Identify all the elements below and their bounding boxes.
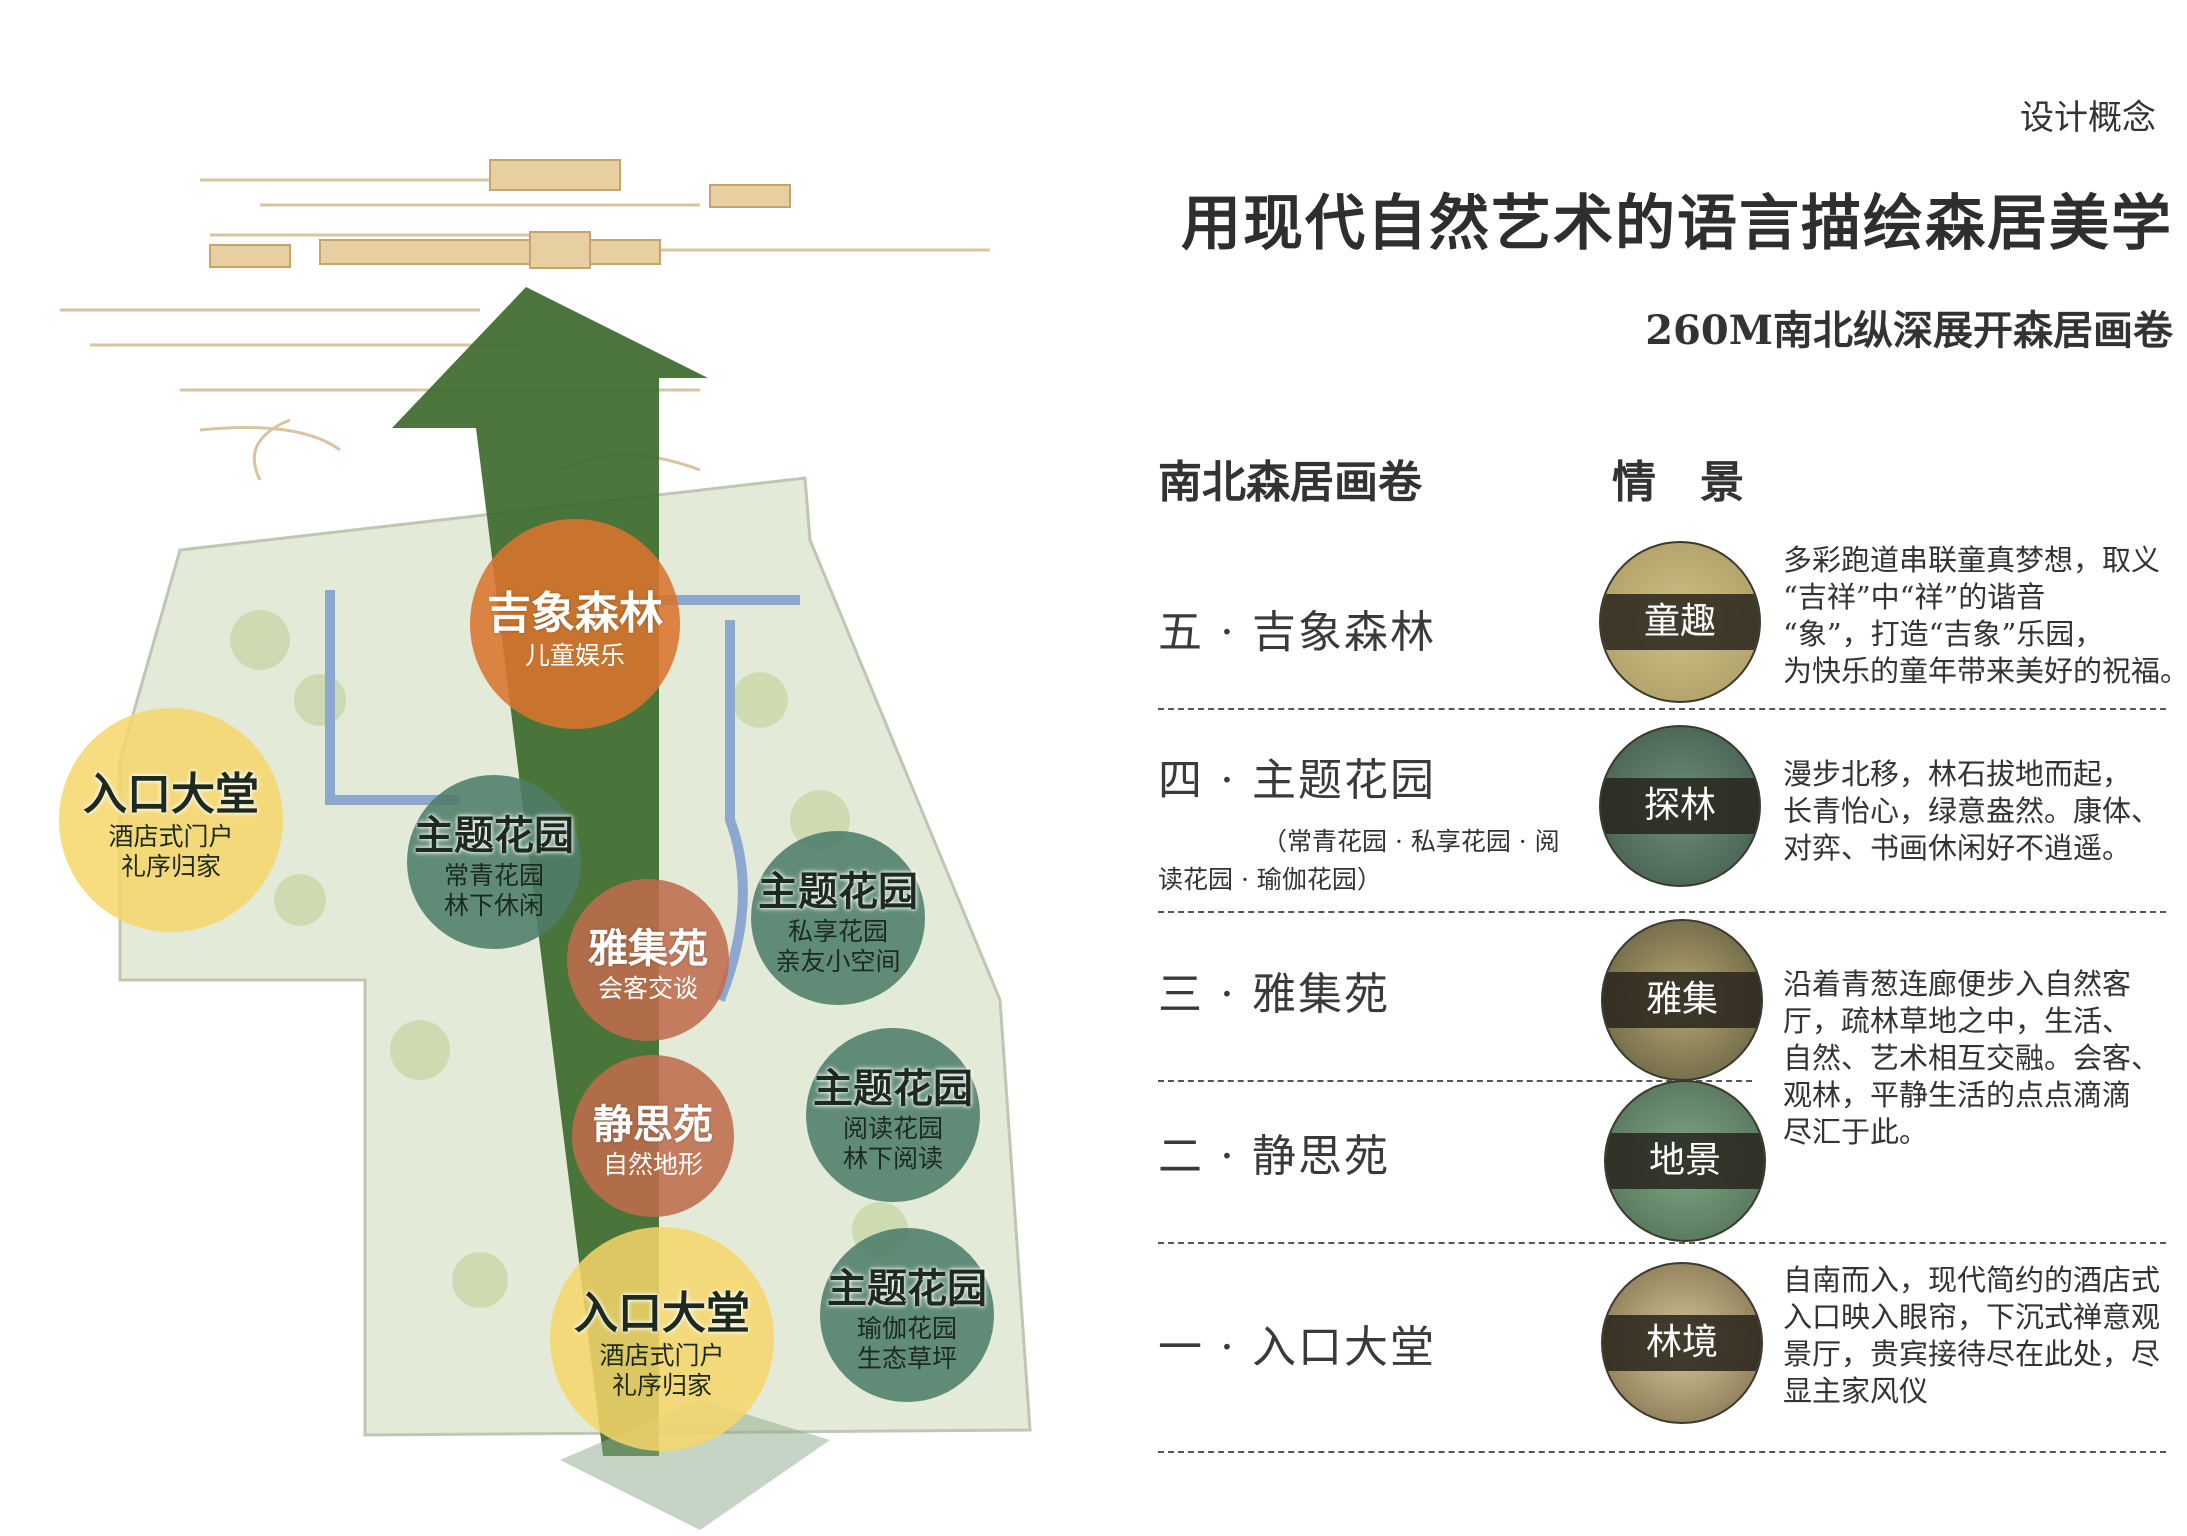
zone-title: 雅集苑: [588, 925, 708, 972]
zone-label: 静思苑自然地形: [593, 1092, 713, 1180]
zone-subtitle: 自然地形: [602, 1150, 703, 1179]
zone-circle: [572, 1055, 734, 1217]
desc-line: 入口映入眼帘，下沉式禅意观: [1783, 1300, 2161, 1334]
zone-title: 静思苑: [593, 1101, 713, 1148]
zone-circle: [567, 879, 729, 1041]
zone-subtitle: 会客交谈: [597, 974, 698, 1003]
zone-subtitle: 林下阅读: [842, 1144, 943, 1173]
zone-title: 吉象森林: [487, 588, 663, 639]
scene-image-1: 林境: [1601, 1262, 1763, 1424]
zone-title: 主题花园: [414, 812, 574, 859]
scene-image-4: 探林: [1599, 725, 1761, 887]
scene-image-5: 童趣: [1599, 541, 1761, 703]
divider: [1158, 1242, 2166, 1244]
desc-line: 多彩跑道串联童真梦想，取义: [1783, 543, 2161, 577]
zone-circle: [407, 775, 581, 949]
scene-image-2: 地景: [1604, 1080, 1766, 1242]
zone-title: 主题花园: [758, 868, 918, 915]
zone-label: 主题花园私享花园亲友小空间: [758, 859, 918, 977]
zone-title: 入口大堂: [83, 769, 259, 820]
row-note-4-line1: （常青花园 · 私享花园 · 阅: [1262, 827, 1560, 856]
desc-line: “吉祥”中“祥”的谐音: [1783, 580, 2046, 614]
row-title-3: 三 · 雅集苑: [1158, 969, 1390, 1020]
zone-subtitle: 常青花园: [443, 861, 544, 890]
zone-subtitle: 私享花园: [787, 917, 888, 946]
zone-circle: [470, 519, 680, 729]
row-desc-3: 沿着青葱连廊便步入自然客厅，疏林草地之中，生活、自然、艺术相互交融。会客、观林，…: [1783, 966, 2183, 1151]
section-label: 设计概念: [2020, 98, 2156, 138]
zone-label: 雅集苑会客交谈: [588, 916, 708, 1004]
scene-label: 林境: [1603, 1315, 1761, 1371]
zone-circle: [59, 708, 283, 932]
desc-line: 漫步北移，林石拔地而起，: [1783, 757, 2132, 791]
row-title-5: 五 · 吉象森林: [1158, 607, 1436, 658]
zone-label: 入口大堂酒店式门户礼序归家: [574, 1277, 750, 1401]
zone-subtitle: 亲友小空间: [775, 947, 901, 976]
zone-title: 入口大堂: [574, 1288, 750, 1339]
zone-circle: [820, 1228, 994, 1402]
desc-line: 显主家风仪: [1783, 1374, 1929, 1408]
row-title-1: 一 · 入口大堂: [1158, 1322, 1436, 1373]
zone-subtitle: 酒店式门户: [108, 822, 234, 851]
zone-circle: [550, 1227, 774, 1451]
page-title: 用现代自然艺术的语言描绘森居美学: [1181, 189, 2173, 259]
desc-line: 长青怡心，绿意盎然。康体、: [1783, 794, 2161, 828]
desc-line: 自然、艺术相互交融。会客、: [1783, 1041, 2161, 1075]
zone-label: 主题花园阅读花园林下阅读: [813, 1056, 973, 1174]
zone-label: 主题花园瑜伽花园生态草坪: [827, 1256, 987, 1374]
zone-subtitle: 礼序归家: [611, 1371, 712, 1400]
divider: [1158, 1451, 2166, 1453]
desc-line: 景厅，贵宾接待尽在此处，尽: [1783, 1337, 2161, 1371]
pavilion-roofs: [209, 159, 791, 269]
desc-line: “象”，打造“吉象”乐园，: [1783, 617, 2104, 651]
desc-line: 沿着青葱连廊便步入自然客: [1783, 967, 2132, 1001]
scene-image-3: 雅集: [1601, 919, 1763, 1081]
divider: [1158, 911, 2166, 913]
divider: [1158, 1080, 1752, 1082]
zone-subtitle: 酒店式门户: [599, 1341, 725, 1370]
desc-line: 厅，疏林草地之中，生活、: [1783, 1004, 2132, 1038]
row-title-4: 四 · 主题花园: [1158, 755, 1436, 806]
scene-label: 雅集: [1603, 972, 1761, 1028]
column-header-scene: 情 景: [1612, 457, 1744, 508]
trees: [230, 610, 908, 1308]
row-note-4-line2: 读花园 · 瑜伽花园）: [1158, 865, 1382, 894]
zone-label: 吉象森林儿童娱乐: [487, 577, 663, 671]
zone-subtitle: 儿童娱乐: [524, 641, 625, 670]
column-header-scroll: 南北森居画卷: [1158, 457, 1422, 508]
zone-subtitle: 礼序归家: [120, 852, 221, 881]
desc-line: 尽汇于此。: [1783, 1115, 1929, 1149]
scene-label: 童趣: [1601, 594, 1759, 650]
zone-circles: [59, 519, 994, 1451]
row-title-2: 二 · 静思苑: [1158, 1131, 1390, 1182]
desc-line: 观林，平静生活的点点滴滴: [1783, 1078, 2132, 1112]
row-desc-1: 自南而入，现代简约的酒店式入口映入眼帘，下沉式禅意观景厅，贵宾接待尽在此处，尽显…: [1783, 1262, 2183, 1410]
zone-label: 主题花园常青花园林下休闲: [414, 803, 574, 921]
divider: [1158, 708, 2166, 710]
zone-subtitle: 生态草坪: [856, 1344, 957, 1373]
site-plan-map: [59, 159, 1032, 1530]
row-desc-5: 多彩跑道串联童真梦想，取义“吉祥”中“祥”的谐音“象”，打造“吉象”乐园，为快乐…: [1783, 542, 2187, 690]
zone-title: 主题花园: [827, 1265, 987, 1312]
desc-line: 自南而入，现代简约的酒店式: [1783, 1263, 2161, 1297]
zone-subtitle: 阅读花园: [842, 1114, 943, 1143]
scene-label: 地景: [1606, 1133, 1764, 1189]
desc-line: 对弈、书画休闲好不逍遥。: [1783, 831, 2132, 865]
zone-subtitle: 林下休闲: [443, 891, 544, 920]
zone-circle: [751, 831, 925, 1005]
zone-circle: [806, 1028, 980, 1202]
zone-label: 入口大堂酒店式门户礼序归家: [83, 758, 259, 882]
row-desc-4: 漫步北移，林石拔地而起，长青怡心，绿意盎然。康体、对弈、书画休闲好不逍遥。: [1783, 756, 2183, 867]
scene-label: 探林: [1601, 778, 1759, 834]
zone-title: 主题花园: [813, 1065, 973, 1112]
page-subtitle: 260M南北纵深展开森居画卷: [1645, 307, 2173, 354]
desc-line: 为快乐的童年带来美好的祝福。: [1783, 654, 2187, 688]
zone-subtitle: 瑜伽花园: [856, 1314, 957, 1343]
